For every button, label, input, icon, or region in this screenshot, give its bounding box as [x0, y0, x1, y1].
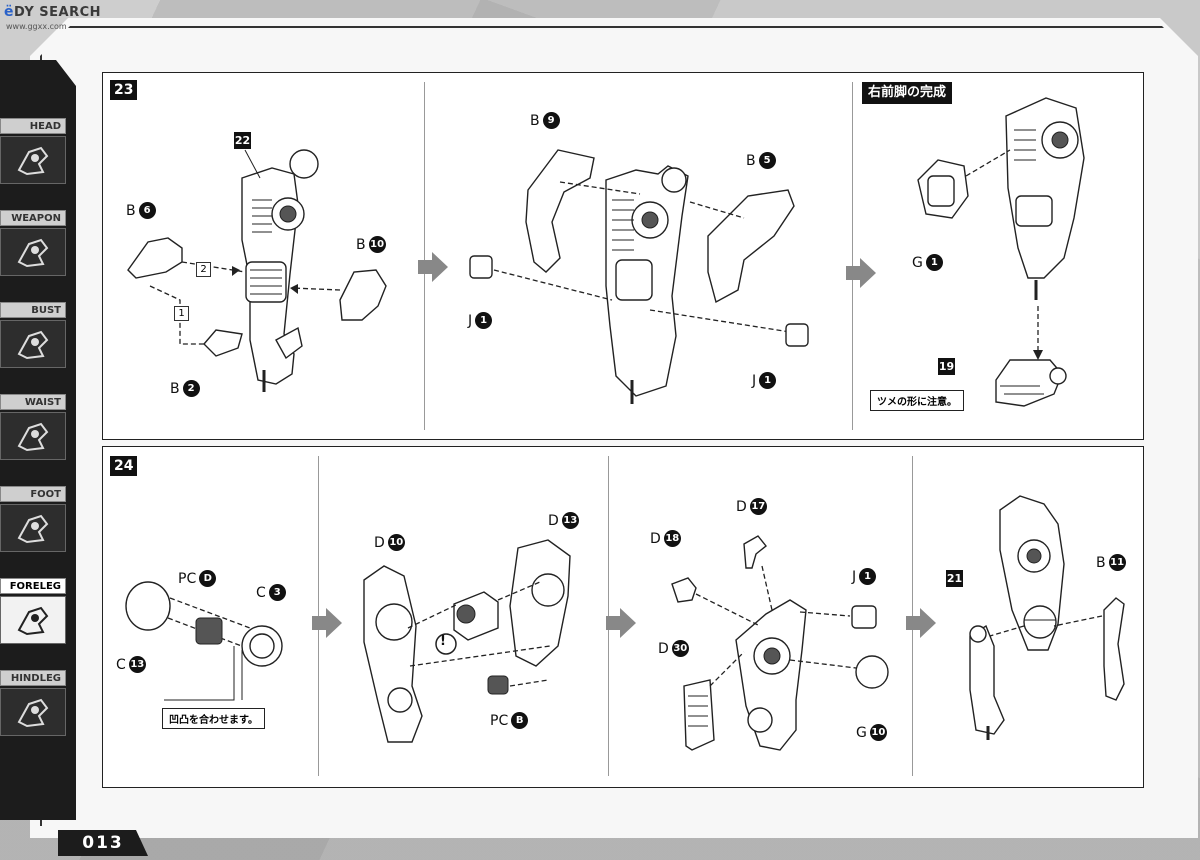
part-j1a-shape [469, 255, 493, 279]
sidebar-tab-bust[interactable]: BUST [0, 302, 66, 368]
foreleg-icon [0, 596, 66, 644]
step-arrow-1 [418, 252, 448, 282]
step23-divider-1 [424, 82, 425, 430]
part-b5-shape [707, 189, 795, 304]
step-arrow-5 [906, 608, 936, 638]
part-b6-shape [127, 237, 183, 279]
assy-ref-19: 19 [938, 358, 955, 375]
step23-number: 23 [110, 80, 138, 100]
part-pcb-shape [487, 675, 509, 695]
sidebar-tab-label: HINDLEG [0, 670, 66, 686]
sidebar-tab-label: HEAD [0, 118, 66, 134]
sidebar-tab-label: BUST [0, 302, 66, 318]
step-arrow-4 [606, 608, 636, 638]
caution-mark: ! [440, 634, 446, 649]
step23-divider-2 [852, 82, 853, 430]
part-j1b-shape [785, 323, 809, 347]
sidebar-tab-head[interactable]: HEAD [0, 118, 66, 184]
sidebar-tab-label: FORELEG [0, 578, 66, 594]
sidebar-tab-weapon[interactable]: WEAPON [0, 210, 66, 276]
part-d18-shape [671, 577, 697, 603]
sidebar-tab-foreleg[interactable]: FORELEG [0, 578, 66, 644]
sidebar-tab-label: FOOT [0, 486, 66, 502]
waist-icon [0, 412, 66, 460]
watermark-logo: ёDY SEARCH [4, 4, 101, 20]
claw-shape-note: ツメの形に注意。 [870, 390, 964, 411]
step-arrow-2 [846, 258, 876, 288]
weapon-icon [0, 228, 66, 276]
assy-ref-21: 21 [946, 570, 963, 587]
assy-ref-22: 22 [234, 132, 251, 149]
sidebar-tab-label: WEAPON [0, 210, 66, 226]
part-d17-shape [743, 535, 767, 569]
watermark-url: www.ggxx.com [6, 22, 67, 31]
page-number: 013 [58, 830, 148, 856]
complete-title: 右前脚の完成 [862, 82, 953, 104]
bust-icon [0, 320, 66, 368]
part-d30-shape [683, 679, 715, 751]
part-b10-shape [339, 269, 387, 321]
watermark-prefix: ё [4, 4, 14, 20]
sidebar-tab-waist[interactable]: WAIST [0, 394, 66, 460]
step23-substep-2: 2 [196, 262, 211, 277]
sidebar-tab-hindleg[interactable]: HINDLEG [0, 670, 66, 736]
hindleg-icon [0, 688, 66, 736]
foot-icon [0, 504, 66, 552]
step24-number: 24 [110, 456, 138, 476]
step-arrow-3 [312, 608, 342, 638]
sidebar-tab-foot[interactable]: FOOT [0, 486, 66, 552]
part-b2-shape [203, 329, 243, 357]
align-bumps-note: 凹凸を合わせます。 [162, 708, 265, 729]
part-c13-shape [125, 581, 171, 631]
step23-substep-1: 1 [174, 306, 189, 321]
part-g10-shape [855, 655, 889, 689]
part-b11-shape [1103, 597, 1125, 701]
watermark-text: DY SEARCH [14, 5, 102, 20]
sidebar-tab-label: WAIST [0, 394, 66, 410]
part-pcd-shape [195, 617, 223, 645]
head-icon [0, 136, 66, 184]
part-b9-shape [525, 149, 595, 273]
part-j1-shape [851, 605, 877, 629]
arm-assembly-22 [241, 149, 319, 392]
